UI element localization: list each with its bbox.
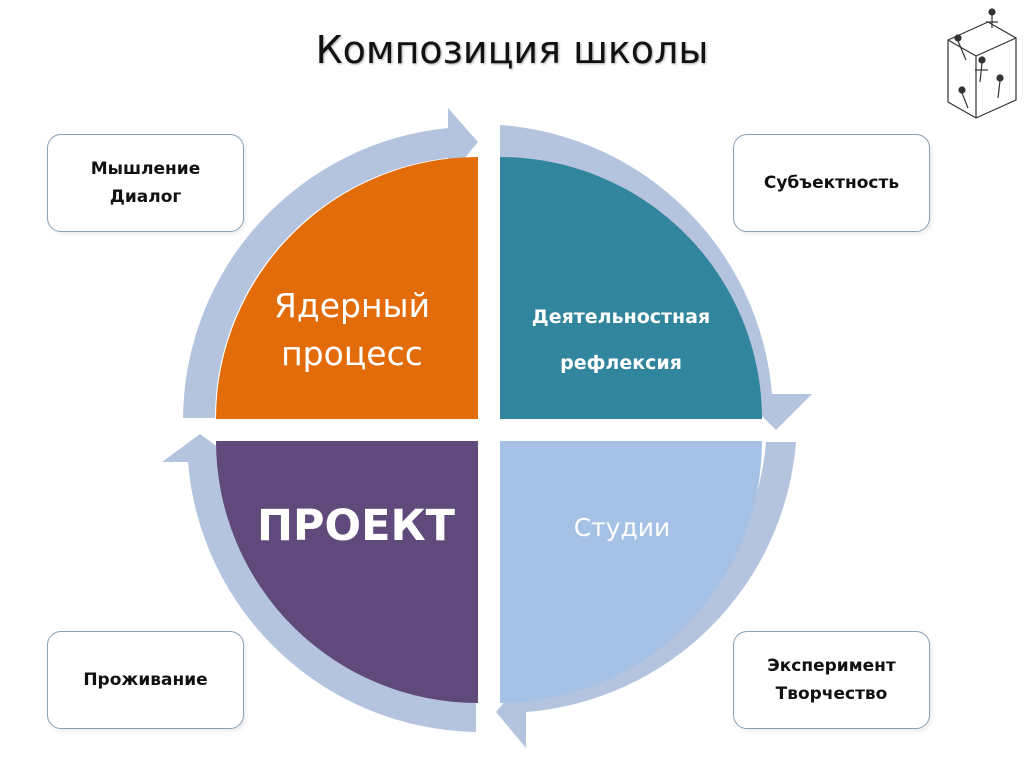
- corner-box-bottom-right: Эксперимент Творчество: [733, 631, 930, 729]
- quadrant-label-line: рефлексия: [506, 340, 736, 386]
- quadrant-bottom-left: [216, 441, 478, 703]
- quadrant-label-line: Ядерный: [236, 282, 468, 330]
- figures-on-cube-icon: [948, 9, 1016, 118]
- quadrant-label-line: ПРОЕКТ: [236, 496, 476, 556]
- quadrant-bottom-right: [500, 441, 762, 703]
- quadrant-label-line: Деятельностная: [506, 294, 736, 340]
- quadrant-label-top-right: Деятельностная рефлексия: [506, 294, 736, 386]
- corner-box-top-right: Субъектность: [733, 134, 930, 232]
- quadrant-label-line: Студии: [506, 508, 738, 548]
- corner-label: Диалог: [91, 183, 201, 211]
- quadrant-label-bottom-right: Студии: [506, 508, 738, 548]
- corner-box-bottom-left: Проживание: [47, 631, 244, 729]
- cycle-arrows: [162, 108, 812, 748]
- quadrant-label-line: процесс: [236, 330, 468, 378]
- quadrant-label-top-left: Ядерный процесс: [236, 282, 468, 378]
- corner-label: Творчество: [767, 680, 895, 708]
- corner-label: Субъектность: [764, 169, 899, 197]
- corner-box-top-left: Мышление Диалог: [47, 134, 244, 232]
- corner-label: Эксперимент: [767, 652, 895, 680]
- quadrant-label-bottom-left: ПРОЕКТ: [236, 496, 476, 556]
- corner-label: Проживание: [83, 666, 207, 694]
- corner-label: Мышление: [91, 155, 201, 183]
